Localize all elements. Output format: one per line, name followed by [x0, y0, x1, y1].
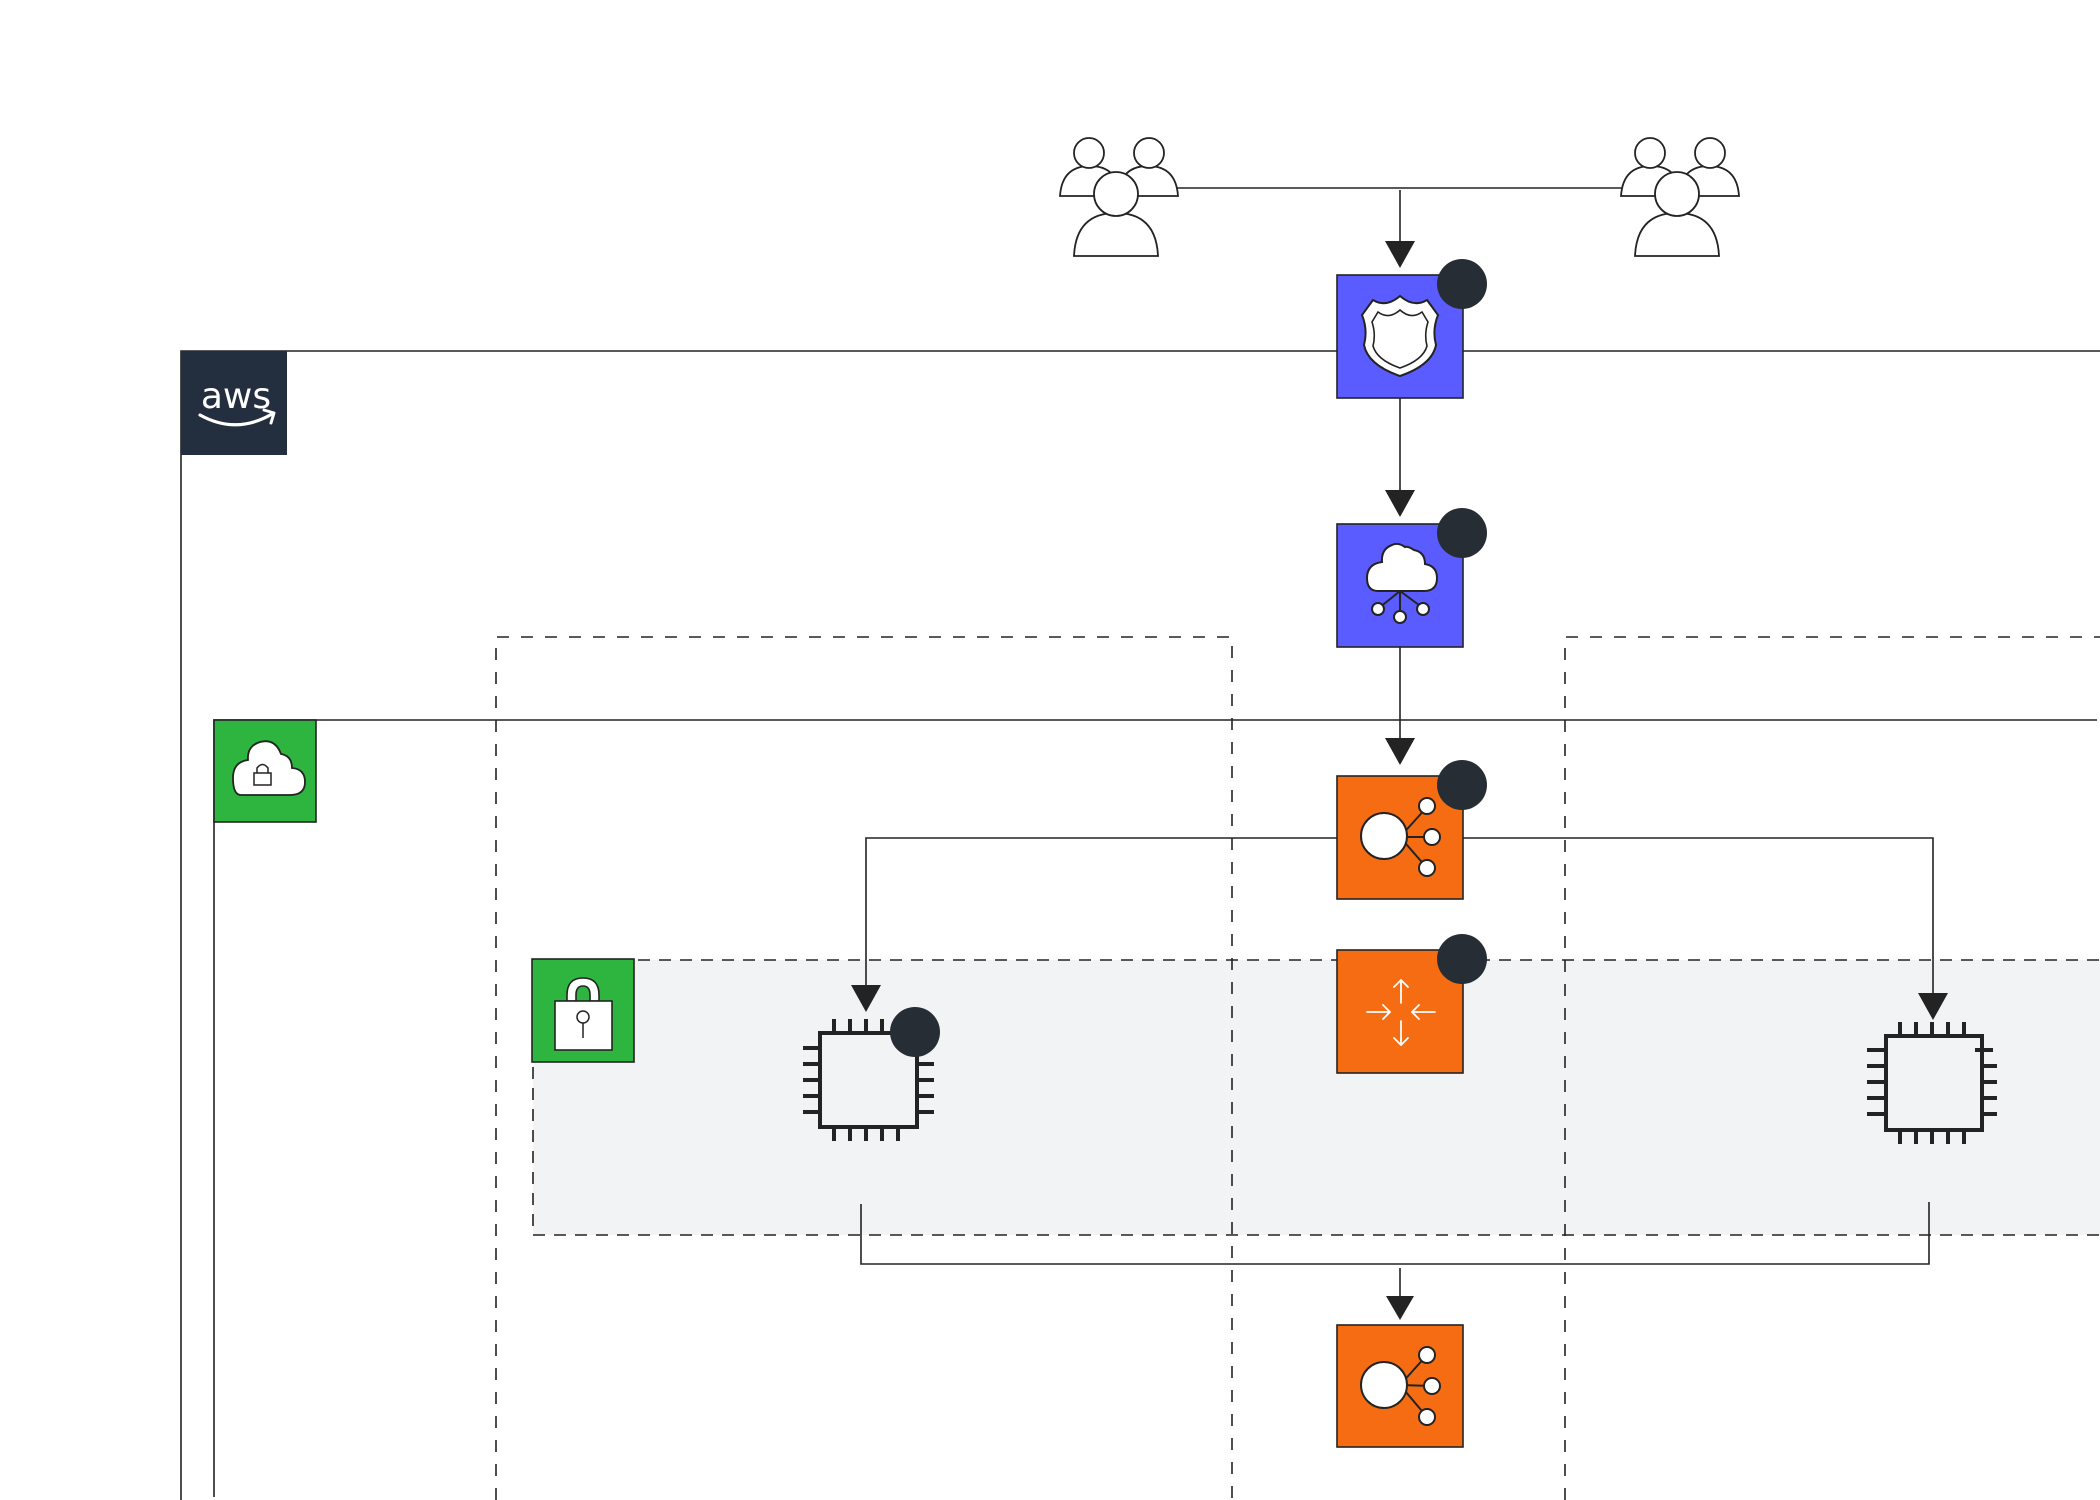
- auto-scaling-badge: [1437, 934, 1487, 984]
- node-shield[interactable]: [1336, 259, 1487, 399]
- edge-alb-to-ec2-left: [865, 837, 1337, 990]
- edge-ec2-left-to-alb-bottom: [860, 1204, 1400, 1265]
- arrowhead-ec2-left: [851, 985, 881, 1012]
- users-left: [1059, 137, 1179, 257]
- users-right: [1620, 137, 1740, 257]
- aws-logo-text: aws: [201, 376, 271, 417]
- arrowheads: [851, 241, 1948, 1320]
- availability-zone-2-border: [1564, 636, 2100, 1500]
- shield-inner-icon: [1371, 308, 1429, 369]
- user-front-body: [1073, 212, 1159, 257]
- arrowhead-ec2-right: [1918, 993, 1948, 1020]
- vpc-cloud-icon: [232, 740, 306, 796]
- availability-zone-1-border: [495, 636, 1233, 1500]
- vpc-lock-shackle-icon: [256, 763, 269, 773]
- ec2-left-badge: [890, 1007, 940, 1057]
- cloud-network-icon: [1365, 542, 1439, 592]
- edge-ec2-right-to-alb-bottom: [1400, 1202, 1930, 1265]
- availability-zone-2: [1564, 636, 2100, 1500]
- aws-smile-arrow-icon: [262, 408, 276, 425]
- vpc-lock-body-icon: [253, 772, 272, 786]
- auto-scaling-icon: [1366, 979, 1436, 1046]
- aws-cloud-group: [180, 350, 2100, 1500]
- shield-badge: [1437, 259, 1487, 309]
- shield-icon: [1360, 294, 1440, 378]
- vpc-icon: [213, 719, 317, 823]
- aws-logo: aws: [181, 351, 287, 455]
- edge-alb-to-ec2-right: [1463, 837, 1934, 998]
- private-subnet-group: [532, 959, 2100, 1236]
- load-balancer-icon: [1360, 1346, 1441, 1426]
- cloud-network-node-right: [1416, 602, 1430, 616]
- availability-zone-1: [495, 636, 1233, 1500]
- user-back-left-head: [1634, 137, 1666, 169]
- node-alb-top[interactable]: [1336, 760, 1487, 900]
- arrowhead-shield: [1385, 241, 1415, 268]
- cloudfront-badge: [1437, 508, 1487, 558]
- cloud-network-node-center: [1393, 610, 1407, 624]
- node-auto-scaling[interactable]: [1336, 934, 1487, 1074]
- user-front-body: [1634, 212, 1720, 257]
- arrowhead-alb-bottom: [1386, 1296, 1414, 1320]
- private-subnet-icon: [531, 958, 635, 1063]
- arrowhead-alb-top: [1385, 738, 1415, 765]
- node-cloudfront[interactable]: [1336, 508, 1487, 648]
- user-back-left-head: [1073, 137, 1105, 169]
- load-balancer-icon: [1360, 797, 1441, 877]
- chip-icon: [1867, 1022, 1997, 1144]
- node-ec2-left[interactable]: [803, 1007, 940, 1141]
- alb-top-badge: [1437, 760, 1487, 810]
- node-alb-bottom[interactable]: [1336, 1324, 1464, 1448]
- aws-cloud-border: [180, 350, 2100, 1500]
- user-front-head: [1654, 171, 1700, 217]
- user-back-right-head: [1694, 137, 1726, 169]
- node-ec2-right[interactable]: [1867, 1022, 1997, 1144]
- arrowhead-cloudfront: [1385, 490, 1415, 517]
- chip-icon: [803, 1019, 934, 1141]
- private-subnet-area: [532, 959, 2100, 1236]
- connectors: [860, 187, 1934, 1298]
- cloud-network-node-left: [1371, 602, 1385, 616]
- user-front-head: [1093, 171, 1139, 217]
- user-back-right-head: [1133, 137, 1165, 169]
- aws-logo-background: [181, 351, 287, 455]
- aws-smile-icon: [198, 412, 274, 427]
